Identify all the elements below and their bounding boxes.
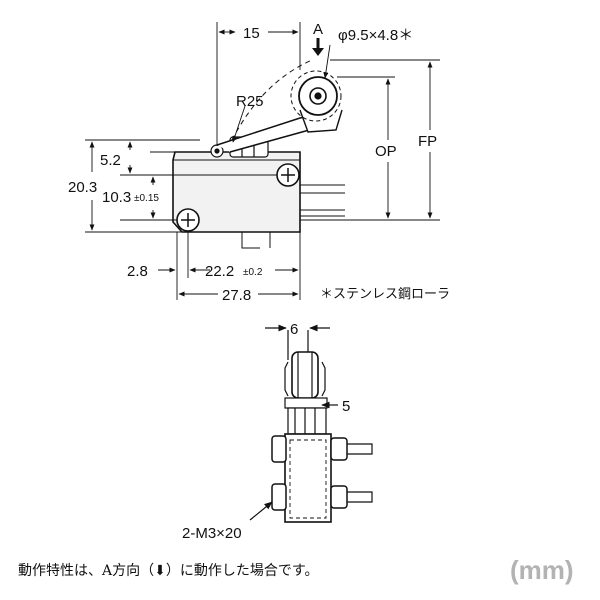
screw-lower [271, 483, 287, 511]
side-view [249, 324, 373, 523]
dim-fp: FP [418, 133, 437, 150]
roller-spec-label: φ9.5×4.8＊ [338, 27, 413, 44]
dim-op: OP [375, 143, 397, 160]
screw-spec-label: 2-M3×20 [182, 525, 242, 542]
dim-27-8: 27.8 [222, 287, 251, 304]
operation-note: 動作特性は、A方向（⬇）に動作した場合です。 [18, 563, 319, 579]
arrow-a-label: A [313, 21, 323, 38]
dim-20-3: 20.3 [68, 179, 97, 196]
unit-label: (mm) [510, 555, 574, 585]
dim-5: 5 [342, 398, 350, 415]
dim-r25: R25 [236, 93, 264, 110]
top-view [172, 59, 345, 249]
top-view-dimensions [85, 22, 440, 300]
switch-body-side [284, 433, 332, 523]
dim-22-2: 22.2 [205, 263, 234, 280]
screw-upper [271, 435, 287, 463]
dim-2-8: 2.8 [127, 263, 148, 280]
tol-22-2: ±0.2 [243, 267, 263, 278]
dim-10-3: 10.3 [102, 189, 131, 206]
dim-15: 15 [243, 25, 260, 42]
dim-5-2: 5.2 [100, 152, 121, 169]
tol-10-3: ±0.15 [134, 193, 159, 204]
roller-side [291, 351, 319, 399]
roller-note: ＊ステンレス鋼ローラ [320, 287, 450, 302]
dim-6: 6 [290, 321, 298, 338]
